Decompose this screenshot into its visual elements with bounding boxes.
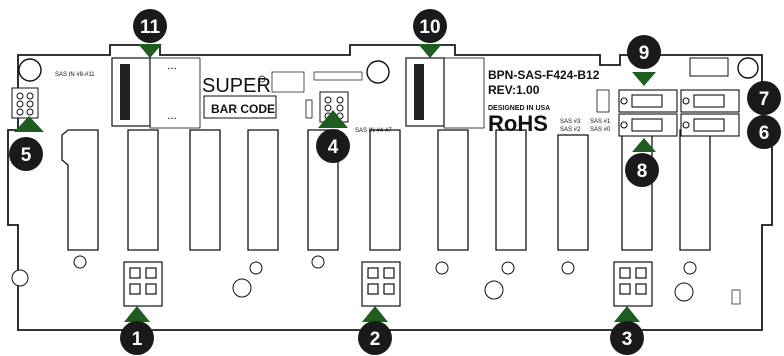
svg-text:3: 3 (622, 329, 633, 350)
svg-text:8: 8 (637, 161, 648, 182)
svg-text:10: 10 (419, 17, 440, 38)
callout-3: 3 (610, 321, 644, 355)
callout-2: 2 (358, 321, 392, 355)
small-header (731, 289, 741, 305)
sas-connector-left: ▪ ▪ ▪ ▪ ▪ ▪ (111, 57, 201, 129)
info-box (271, 71, 305, 93)
svg-text:▪ ▪ ▪: ▪ ▪ ▪ (168, 66, 176, 72)
callout-10: 10 (413, 9, 447, 43)
svg-text:9: 9 (639, 43, 650, 64)
registered-mark (258, 75, 266, 83)
mount-hole (737, 57, 759, 79)
power-connectors (123, 261, 653, 307)
sas3-label: SAS #3 (560, 119, 581, 125)
sas-in-left-label: SAS IN #8-#11 (55, 72, 95, 78)
revision: REV:1.00 (488, 83, 540, 97)
svg-text:6: 6 (759, 123, 770, 144)
svg-text:▪ ▪ ▪: ▪ ▪ ▪ (168, 116, 176, 122)
sas0-label: SAS #0 (590, 127, 611, 133)
sas-port-connectors (618, 89, 740, 137)
svg-text:4: 4 (328, 137, 339, 158)
jumper-block-5 (11, 87, 39, 119)
brand-logo: SUPERO (202, 75, 286, 97)
svg-text:2: 2 (370, 329, 381, 350)
drive-slots (61, 129, 711, 251)
callout-arrows (14, 44, 762, 322)
label-strip (313, 71, 363, 81)
sas-connector-right (405, 57, 485, 129)
svg-text:7: 7 (759, 89, 770, 110)
capacitors (11, 255, 697, 302)
callout-9: 9 (627, 35, 661, 69)
svg-text:11: 11 (140, 17, 161, 38)
sas1-label: SAS #1 (590, 119, 611, 125)
svg-text:1: 1 (132, 329, 143, 350)
sas-in-mid-label: SAS IN #4-#7 (355, 128, 392, 134)
mount-hole (18, 58, 42, 82)
small-jumper (596, 89, 610, 113)
callout-7: 7 (747, 81, 781, 115)
callout-11: 11 (133, 9, 167, 43)
svg-text:5: 5 (21, 145, 32, 166)
barcode-box (203, 95, 277, 119)
rohs-mark: RoHS (488, 111, 548, 136)
callout-4: 4 (316, 129, 350, 163)
top-right-header (689, 57, 729, 77)
callout-8: 8 (625, 153, 659, 187)
callout-6: 6 (747, 115, 781, 149)
callout-5: 5 (9, 137, 43, 171)
sas2-label: SAS #2 (560, 127, 581, 133)
barcode-label: BAR CODE (211, 102, 275, 116)
callouts: 1 2 3 4 5 6 7 8 9 10 11 (9, 9, 781, 355)
callout-1: 1 (120, 321, 154, 355)
model-name: BPN-SAS-F424-B12 (488, 68, 600, 82)
designed-in: DESIGNED IN USA (488, 105, 550, 112)
mount-hole (366, 60, 390, 84)
